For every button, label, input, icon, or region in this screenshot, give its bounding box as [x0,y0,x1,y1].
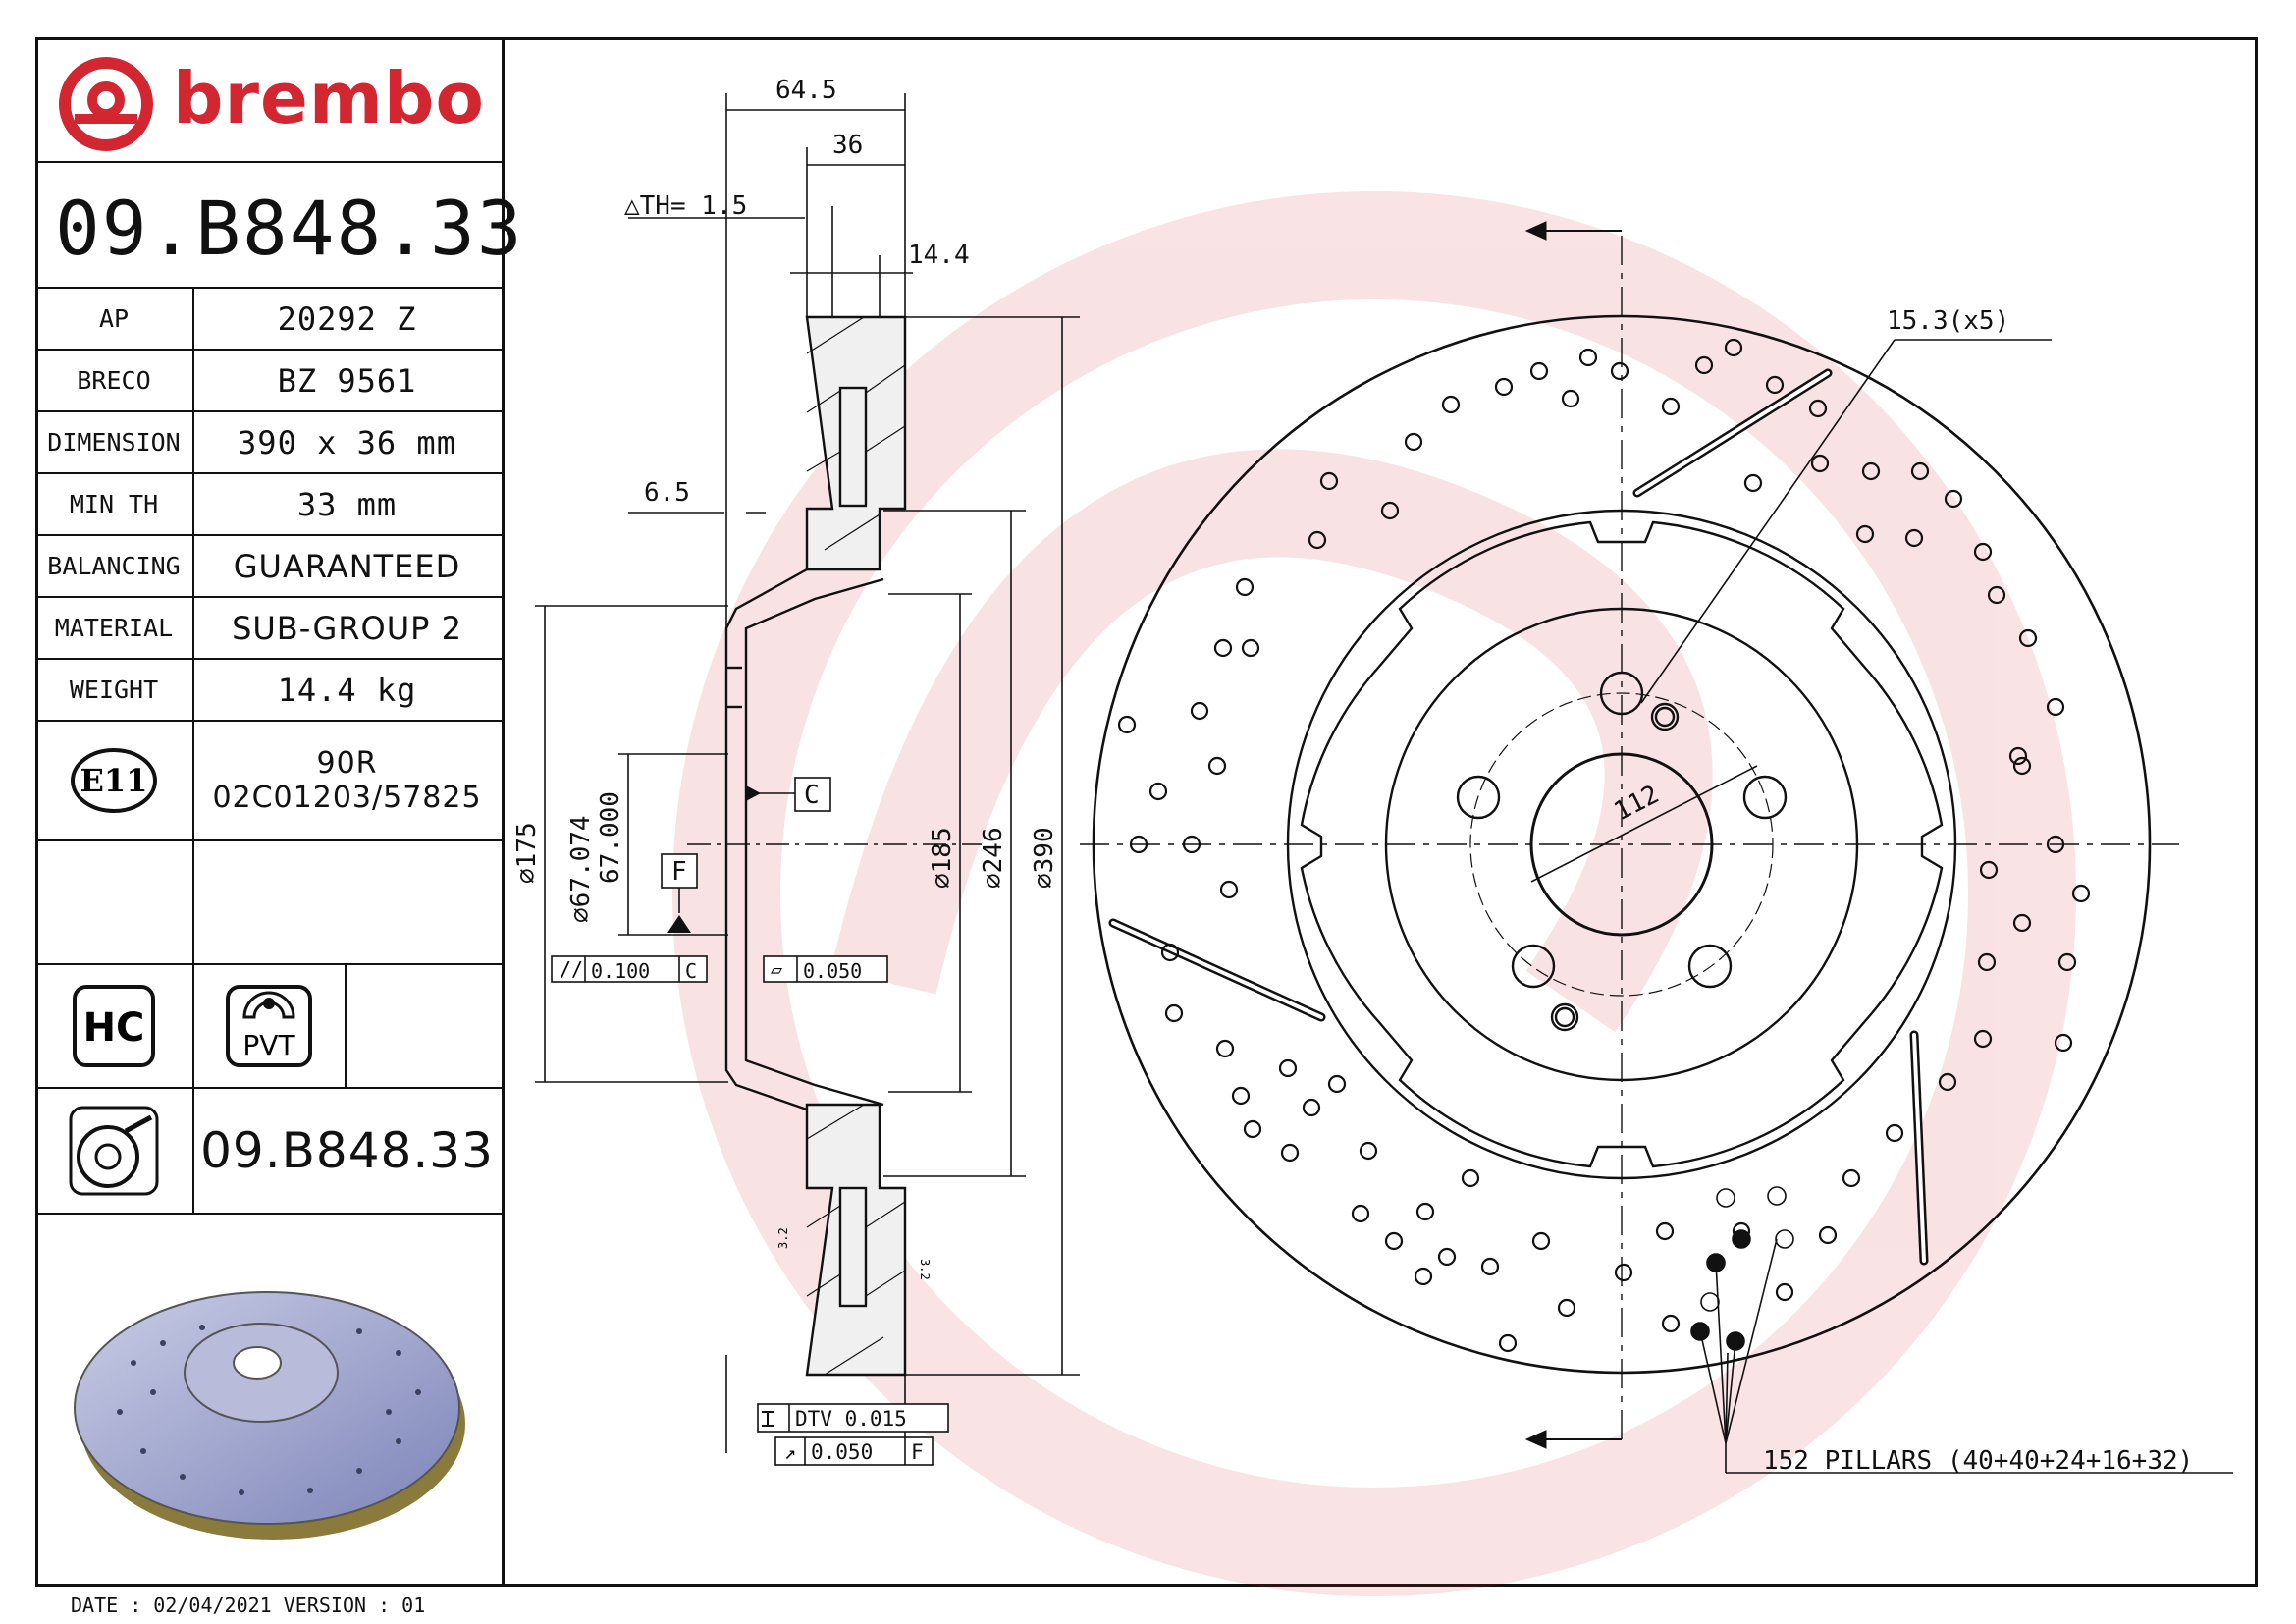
tol-parallel-ref: C [685,959,697,983]
approval-line-2: 02C01203/57825 [212,781,482,815]
dim-delta-th: △TH= 1.5 [624,191,747,221]
vane-top [838,386,868,508]
dim-vane: 14.4 [908,241,970,270]
brand-watermark [672,191,2076,1596]
centre-bore [1529,752,1714,937]
date-version: DATE : 02/04/2021 VERSION : 01 [71,1594,426,1617]
hc-badge-icon: HC [73,985,155,1067]
datum-f: F [671,857,687,887]
spec-label: BRECO [35,351,194,410]
pvt-badge-icon: PVT [225,985,312,1067]
section-view [687,315,982,1377]
dim-overall-width: 64.5 [775,76,837,105]
approval-number-cell: 90R 02C01203/57825 [192,722,502,839]
section-labels: 64.5 36 △TH= 1.5 14.4 6.5 ⌀175 ⌀67.074 6… [512,76,1059,1466]
drawing-frame [35,37,2258,1587]
dim-holes: 15.3(x5) [1887,306,2009,336]
badge-row: HC PVT [35,965,502,1089]
dtv-icon [762,1411,774,1427]
pillar-markers [1690,1186,2233,1474]
brembo-logo-icon [59,57,153,151]
spec-row-ap: AP 20292 Z [35,289,502,351]
approval-line-1: 90R [316,746,378,781]
runout-icon: ↗ [784,1440,796,1464]
dim-d67000: 67.000 [596,791,625,884]
part-number-row: 09.B848.33 [35,163,522,289]
hc-badge-cell: HC [35,965,194,1087]
spec-label: DIMENSION [35,412,194,472]
roughness-left: 3.2 [776,1227,790,1249]
approval-row: E11 90R 02C01203/57825 [35,722,502,841]
spec-value: 390 x 36 mm [238,423,456,461]
spec-row-weight: WEIGHT 14.4 kg [35,660,502,722]
dim-d246: ⌀246 [979,827,1008,889]
spec-label: MIN TH [35,474,194,534]
disc-slots [1108,368,1929,1266]
spec-row-dimension: DIMENSION 390 x 36 mm [35,412,502,474]
spec-value: 20292 Z [277,299,417,338]
title-block: brembo 09.B848.33 AP 20292 Z BRECO BZ 95… [35,37,522,1587]
spec-value: BZ 9561 [277,361,417,400]
spec-value: GUARANTEED [233,547,461,585]
dim-thickness: 36 [832,131,863,160]
disc-profile-icon [69,1106,159,1196]
approval-mark-cell: E11 [35,722,194,839]
tol-dtv: DTV 0.015 [795,1407,907,1431]
roughness-right: 3.2 [918,1259,932,1280]
spec-label: WEIGHT [35,660,194,720]
disc-outer-edge [1092,314,2152,1375]
section-top-ring [805,315,907,571]
section-dimensions [535,93,1080,1453]
svg-text:HC: HC [83,1005,145,1051]
brand-wordmark: brembo [173,57,485,139]
dim-d185: ⌀185 [928,827,957,889]
bell-outline [1300,520,1944,1168]
svg-text:PVT: PVT [242,1029,295,1061]
datum-c: C [804,781,820,810]
bolt-circle [1469,692,1774,997]
blank-cell [35,841,194,963]
hat-face [1384,607,1859,1082]
bottom-part-number: 09.B848.33 [200,1122,494,1179]
spec-label: AP [35,289,194,349]
spec-row-breco: BRECO BZ 9561 [35,351,502,412]
flatness-icon: ▱ [771,957,782,981]
parallelism-icon: // [560,957,583,981]
spec-row-material: MATERIAL SUB-GROUP 2 [35,598,502,660]
tol-runout: 0.050 [811,1440,873,1464]
bolt-holes [1456,671,1788,1032]
spec-label: BALANCING [35,536,194,596]
tol-parallel: 0.100 [591,959,650,983]
vane-bottom [838,1186,868,1308]
front-labels: 15.3(x5) 112 152 PILLARS (40+40+24+16+32… [1610,306,2194,1476]
e-mark-icon: E11 [71,748,157,813]
pvt-badge-cell: PVT [192,965,347,1087]
dim-d67074: ⌀67.074 [566,815,596,923]
pillar-count: 152 PILLARS (40+40+24+16+32) [1763,1446,2193,1476]
spec-row-min-th: MIN TH 33 mm [35,474,502,536]
spec-value: SUB-GROUP 2 [232,609,462,647]
tol-runout-ref: F [911,1440,924,1464]
disc-profile-cell [35,1089,194,1213]
dim-d390: ⌀390 [1030,827,1059,889]
spec-value: 14.4 kg [277,671,417,709]
spec-label: MATERIAL [35,598,194,658]
bottom-part-row: 09.B848.33 [35,1089,502,1215]
front-view [1080,221,2233,1474]
dim-d175: ⌀175 [512,822,542,884]
dim-offset: 6.5 [644,478,690,508]
brand-row: brembo [35,37,502,163]
tol-flat: 0.050 [803,959,862,983]
blank-row [35,841,502,965]
svg-text:E11: E11 [80,762,148,799]
friction-inner-edge [1286,509,1957,1180]
drill-holes [1117,338,2091,1353]
part-number: 09.B848.33 [55,185,524,272]
spec-value: 33 mm [296,485,398,523]
spec-row-balancing: BALANCING GUARANTEED [35,536,502,598]
disc-3d-render [74,1291,465,1540]
